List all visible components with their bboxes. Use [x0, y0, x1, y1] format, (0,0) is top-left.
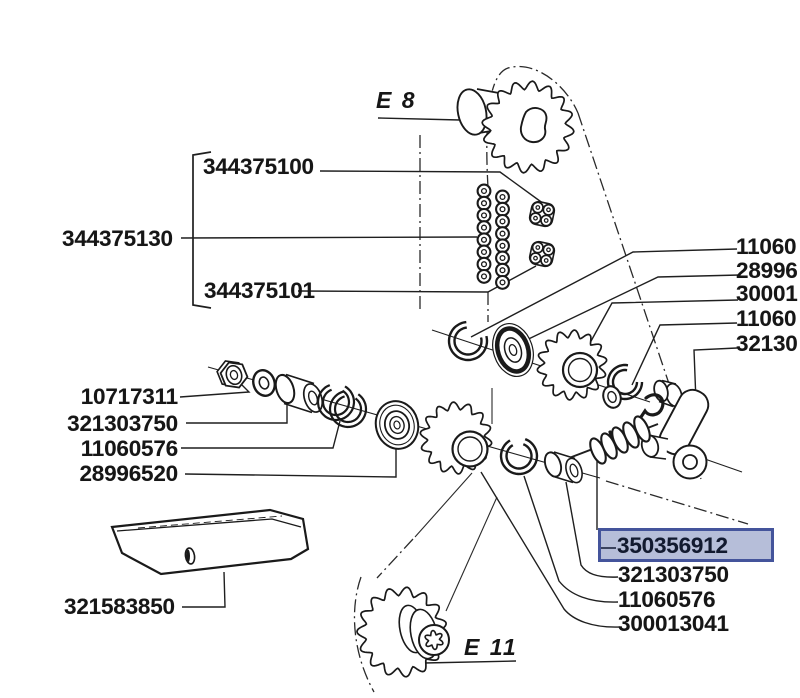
- reference-e11[interactable]: E 11: [464, 634, 518, 660]
- part-label-right-2[interactable]: 28996: [736, 258, 798, 283]
- drive-sprocket-lower: [419, 401, 493, 475]
- part-label-321583850[interactable]: 321583850: [64, 594, 175, 619]
- part-label-300013041[interactable]: 300013041: [618, 611, 729, 636]
- chain-master-links: [528, 200, 556, 268]
- part-label-344375100[interactable]: 344375100: [203, 154, 314, 179]
- snap-ring-upper: [447, 320, 489, 362]
- ball-bearing: [492, 323, 534, 377]
- selection-highlight[interactable]: 350356912: [598, 528, 774, 562]
- part-label-10717311[interactable]: 10717311: [80, 384, 178, 409]
- part-label-right-1[interactable]: 11060: [736, 234, 797, 259]
- shaft-nut: [216, 360, 249, 389]
- part-label-right-4[interactable]: 11060: [736, 306, 797, 331]
- part-label-11060576-bottom[interactable]: 11060576: [618, 587, 716, 612]
- cover-plate: [110, 508, 310, 576]
- snap-ring-double: [316, 384, 368, 429]
- part-label-321303750-bottom[interactable]: 321303750: [618, 562, 729, 587]
- reference-e8[interactable]: E 8: [376, 87, 417, 113]
- projection-lines: [414, 388, 498, 612]
- part-label-350356912-selected[interactable]: 350356912: [617, 533, 728, 558]
- part-label-321303750-left[interactable]: 321303750: [67, 411, 178, 436]
- part-label-344375101[interactable]: 344375101: [204, 278, 315, 303]
- drive-sprocket-upper: [536, 329, 608, 401]
- tensioner-assembly: [640, 379, 710, 480]
- leader-lines: [179, 117, 741, 664]
- part-label-344375130[interactable]: 344375130: [62, 226, 173, 251]
- part-label-11060576-left[interactable]: 11060576: [80, 436, 178, 461]
- spacer-bushing: [274, 373, 324, 414]
- e11-sprocket: [356, 586, 450, 678]
- part-label-right-5[interactable]: 32130: [736, 331, 798, 356]
- thrust-washer: [252, 369, 276, 397]
- roller-bushing: [543, 451, 583, 484]
- housing-outline: [353, 65, 749, 693]
- timing-chain: [476, 183, 510, 290]
- idler-bearing: [374, 400, 420, 450]
- camshaft-sprocket: [481, 80, 575, 174]
- part-label-28996520[interactable]: 28996520: [79, 461, 178, 486]
- tensioner-pad: [672, 444, 708, 480]
- snap-ring-tensioner: [602, 363, 644, 409]
- tensioner-spring: [589, 415, 651, 465]
- tensioner-arm: [658, 388, 710, 456]
- group-bracket: [192, 151, 212, 309]
- part-label-right-3[interactable]: 30001: [736, 281, 798, 306]
- snap-ring-lower: [499, 438, 539, 476]
